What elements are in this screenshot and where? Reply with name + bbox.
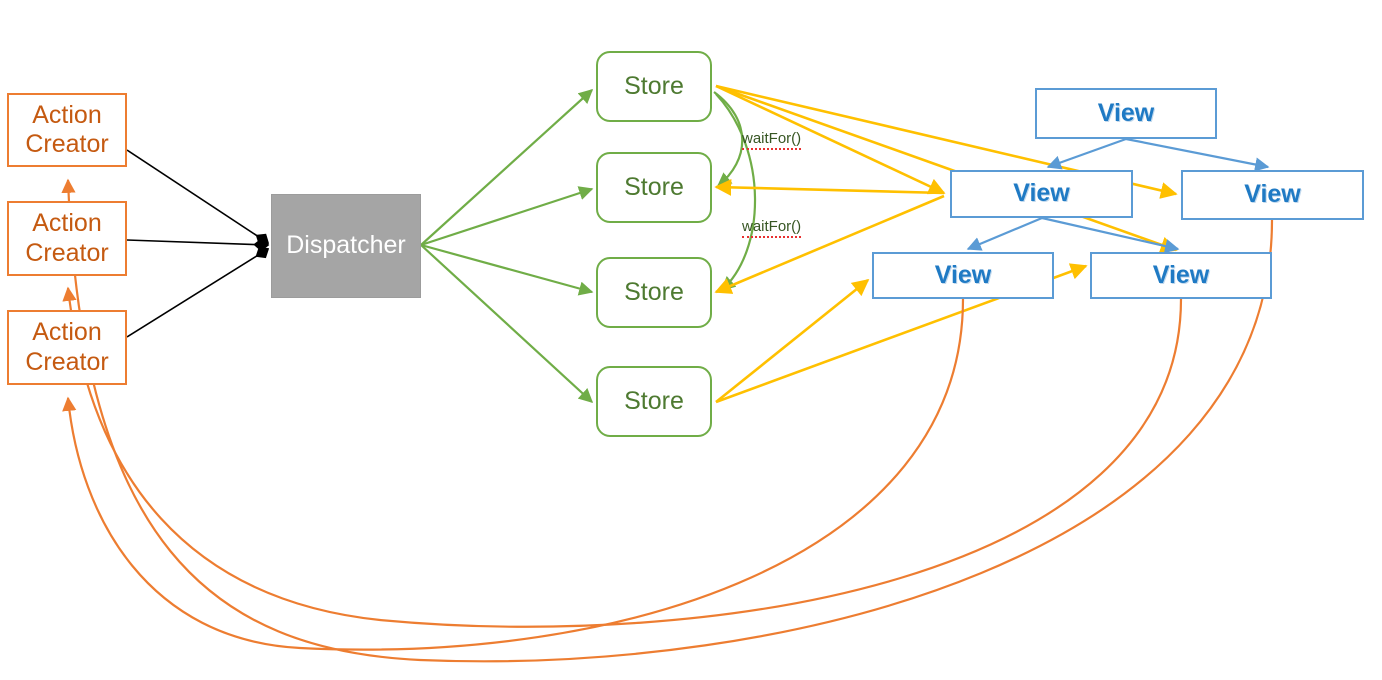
view-label-bottom-left: View <box>934 260 992 289</box>
edge-view-mid-right-to-action-creator-1 <box>61 178 1274 663</box>
edge-store-1-to-view-bottom-right <box>715 84 1178 253</box>
waitfor-label-1: waitFor() <box>742 130 802 150</box>
edge-view-top-to-view-mid-left <box>1046 137 1127 170</box>
action-creator-label-2-line1: Action <box>32 209 102 237</box>
edge-store-1-waitfor-store-2 <box>713 91 744 187</box>
view-label-top: View <box>1097 98 1155 127</box>
edge-view-top-to-view-mid-right <box>1125 137 1270 172</box>
action-creator-label-1-line1: Action <box>32 100 102 129</box>
edges-view-to-action-creator <box>61 178 1274 663</box>
action-creator-label-1-line2: Creator <box>25 130 109 158</box>
edges-dispatcher-to-stores <box>420 89 594 403</box>
view-box-mid-left[interactable]: View <box>950 170 1133 218</box>
view-label-mid-left: View <box>1013 179 1070 208</box>
action-creator-label-2-line2: Creator <box>25 238 109 267</box>
view-box-bottom-right[interactable]: View <box>1090 252 1272 299</box>
waitfor-label-2-text: waitFor() <box>742 218 802 238</box>
waitfor-label-1-text: waitFor() <box>742 130 802 150</box>
store-label-2: Store <box>624 172 684 201</box>
store-label-4: Store <box>624 386 684 415</box>
edge-store-4-to-view-bottom-left <box>715 278 870 404</box>
edge-action-creator-1-to-dispatcher <box>126 149 270 245</box>
store-box-2[interactable]: Store <box>596 152 712 223</box>
action-creator-label-3-line2: Creator <box>25 347 109 376</box>
edge-action-creator-3-to-dispatcher <box>126 246 270 338</box>
view-label-bottom-right: View <box>1152 260 1210 289</box>
store-label-1: Store <box>624 71 684 100</box>
action-creator-label-3-line1: Action <box>32 318 102 346</box>
edges-view-to-view <box>966 137 1270 254</box>
action-creator-label-2: Action Creator <box>25 209 108 268</box>
view-label-mid-right: View <box>1244 180 1301 209</box>
action-creator-box-1[interactable]: Action Creator <box>7 93 127 167</box>
edges-action-creator-to-dispatcher <box>126 149 270 338</box>
store-label-3: Store <box>624 277 684 306</box>
edge-view-bottom-right-to-action-creator-2 <box>62 286 1183 628</box>
edge-dispatcher-to-store-1 <box>420 89 594 246</box>
edge-action-creator-2-to-dispatcher <box>126 238 270 252</box>
edge-dispatcher-to-store-3 <box>420 243 594 296</box>
edges-store-waitfor <box>713 91 757 291</box>
action-creator-label-3: Action Creator <box>25 318 108 377</box>
edge-dispatcher-to-store-2 <box>420 186 594 247</box>
edge-store-1-waitfor-store-3 <box>715 93 757 291</box>
action-creator-box-3[interactable]: Action Creator <box>7 310 127 385</box>
edge-view-bottom-left-to-action-creator-3 <box>62 298 965 651</box>
edge-view-mid-left-to-view-bottom-right <box>1041 216 1180 254</box>
view-box-bottom-left[interactable]: View <box>872 252 1054 299</box>
store-box-3[interactable]: Store <box>596 257 712 328</box>
edge-store-2-to-view-mid-left <box>714 178 945 196</box>
waitfor-label-2: waitFor() <box>742 218 802 238</box>
edge-store-1-to-view-mid-left <box>715 84 946 195</box>
edge-view-mid-left-to-view-bottom-left <box>966 216 1043 251</box>
dispatcher-box[interactable]: Dispatcher <box>271 194 421 298</box>
dispatcher-label: Dispatcher <box>286 231 406 260</box>
edges-store-to-view <box>714 84 1178 404</box>
store-box-4[interactable]: Store <box>596 366 712 437</box>
edge-store-3-to-view-mid-left <box>714 194 945 294</box>
action-creator-box-2[interactable]: Action Creator <box>7 201 127 276</box>
store-box-1[interactable]: Store <box>596 51 712 122</box>
view-box-mid-right[interactable]: View <box>1181 170 1364 220</box>
action-creator-label-1: Action Creator <box>25 101 108 160</box>
edge-dispatcher-to-store-4 <box>420 244 594 403</box>
view-box-top[interactable]: View <box>1035 88 1217 139</box>
